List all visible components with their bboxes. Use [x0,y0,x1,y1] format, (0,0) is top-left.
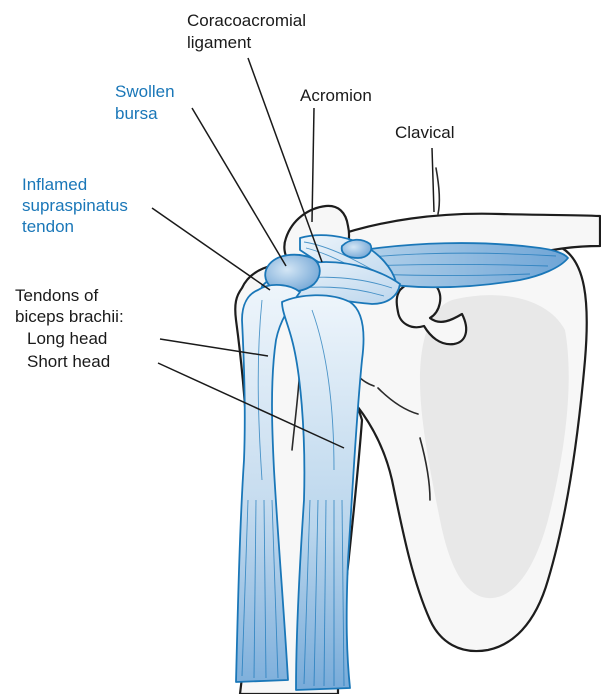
label-inflamed-line2: supraspinatus [22,196,128,215]
label-coracoacromial-line1: Coracoacromial [187,11,306,30]
label-inflamed-line3: tendon [22,217,74,236]
label-long-head: Long head [27,329,107,348]
label-biceps-line1: Tendons of [15,286,98,305]
bursa-small-lobe [342,240,372,258]
leader-clavical [432,148,434,212]
leader-inflamed-tendon [152,208,270,290]
label-biceps-line2: biceps brachii: [15,307,124,326]
label-clavical: Clavical [395,123,455,142]
label-inflamed-line1: Inflamed [22,175,87,194]
label-coracoacromial-line2: ligament [187,33,252,52]
leader-acromion [312,108,314,222]
label-swollen-line1: Swollen [115,82,175,101]
label-short-head: Short head [27,352,110,371]
label-acromion: Acromion [300,86,372,105]
clavicle-detail-line [436,168,439,214]
label-swollen-line2: bursa [115,104,158,123]
leader-swollen-bursa [192,108,286,266]
